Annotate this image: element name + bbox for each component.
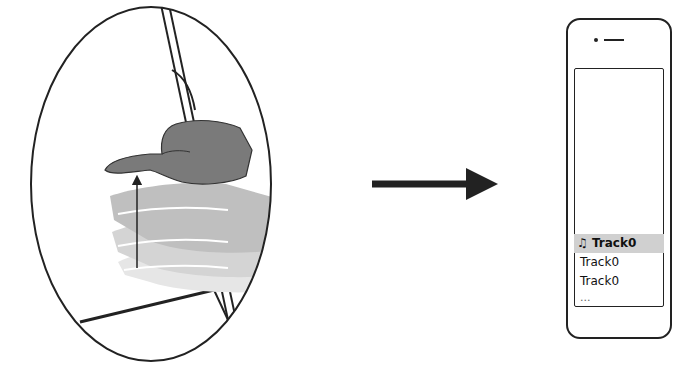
finger-crease — [162, 151, 190, 154]
hand-ghost — [110, 183, 282, 253]
magnified-view — [80, 0, 292, 367]
swipe-arrow — [136, 180, 138, 268]
result-arrow — [372, 181, 470, 188]
track-item: Track0 — [574, 272, 664, 291]
track-item: Track0 — [574, 253, 664, 272]
surface-edge — [80, 290, 214, 322]
magnifier-circle — [31, 7, 271, 361]
phone-screen: ♫ Track0Track0Track0... — [566, 18, 672, 339]
earcup-edge — [172, 70, 195, 110]
screen-frame — [574, 68, 664, 307]
playing-track: ♫ Track0 — [574, 234, 664, 253]
result-arrowhead — [466, 168, 498, 200]
pointing-hand — [105, 121, 252, 184]
track-item: ... — [574, 291, 664, 305]
track-list: ♫ Track0Track0Track0... — [574, 234, 664, 305]
phone-speaker — [590, 32, 650, 52]
